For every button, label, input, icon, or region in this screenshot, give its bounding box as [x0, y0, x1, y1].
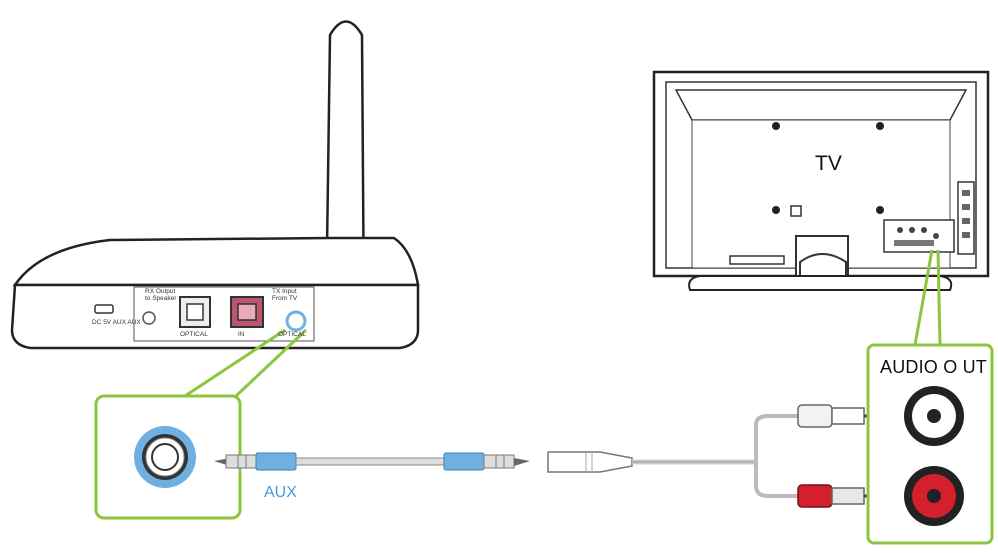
to-speaker-label: to Speaker: [145, 295, 177, 302]
aux-female-socket: [547, 451, 633, 473]
dc-aux-label: DC 5V AUX AUX: [92, 319, 141, 326]
aux-jack-callout: [94, 328, 308, 520]
optical-label: OPTICAL: [180, 331, 208, 338]
tv-back: [652, 70, 990, 291]
tv-label: TV: [815, 152, 842, 175]
aux-label: AUX: [264, 484, 297, 501]
from-tv-label: From TV: [272, 295, 298, 302]
rca-adapter-cable: [547, 404, 882, 508]
rca-plug-red: [797, 484, 833, 508]
tx-aux-jack: [285, 310, 307, 332]
aux-plug-left: [255, 452, 297, 471]
device-top: [12, 236, 420, 287]
bluetooth-transmitter: [10, 20, 420, 350]
rca-plug-white: [797, 404, 833, 428]
audio-out-label: AUDIO O UT: [880, 357, 988, 377]
in-label: IN: [238, 331, 245, 338]
rx-output-label: RX Output: [145, 288, 176, 295]
optical-in-label: OPTICAL: [278, 331, 306, 338]
tx-input-label: TX Input: [272, 288, 297, 295]
dc-port: [94, 304, 114, 314]
aux-plug-right: [443, 452, 485, 471]
audio-out-callout: [866, 249, 994, 545]
tv-stand-base: [688, 275, 953, 291]
aux-cable: [214, 452, 530, 471]
tv-rear-panel: [883, 219, 955, 253]
rx-aux-jack: [142, 311, 156, 325]
